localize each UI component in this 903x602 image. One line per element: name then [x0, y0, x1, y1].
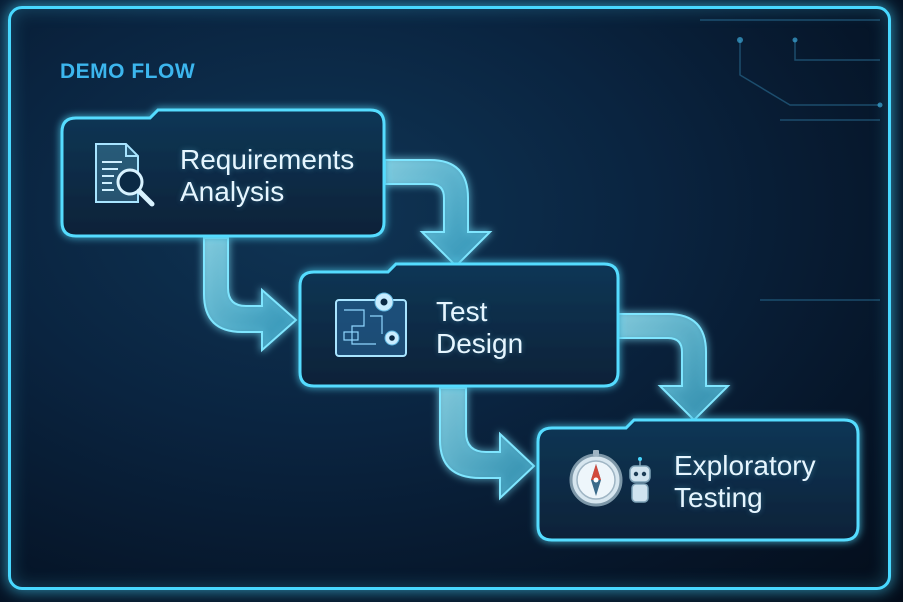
step-label-design: Test Design [436, 296, 523, 360]
arrow-design-to-exploratory-left [439, 387, 536, 501]
step-label-line2: Analysis [180, 176, 285, 207]
step-card-exploratory [536, 418, 860, 542]
step-label-requirements: Requirements Analysis [180, 144, 354, 208]
document-magnifier-icon [95, 143, 155, 207]
step-card-requirements [60, 108, 386, 238]
compass-robot-icon [569, 450, 651, 507]
outer-frame [8, 6, 891, 590]
step-label-line1: Exploratory [674, 450, 816, 481]
step-label-line2: Testing [674, 482, 763, 513]
arrow-req-to-design-left [203, 237, 298, 353]
step-label-line2: Design [436, 328, 524, 359]
blueprint-gears-icon [335, 292, 407, 357]
flow-title: DEMO FLOW [60, 60, 196, 83]
step-label-line1: Test [436, 296, 488, 327]
step-label-line1: Requirements [180, 144, 355, 175]
step-label-exploratory: Exploratory Testing [674, 450, 816, 514]
